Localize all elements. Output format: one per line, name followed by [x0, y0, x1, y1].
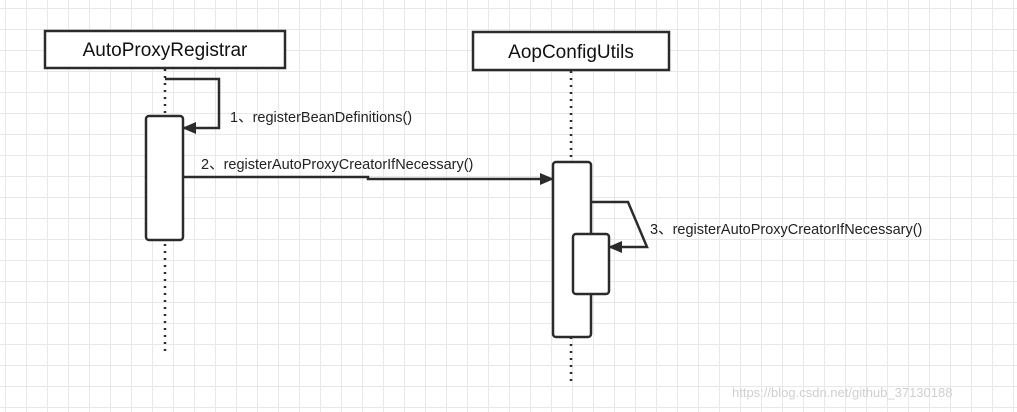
activation-bar-autoproxyregistrar: [144, 114, 185, 242]
message-label-3: 3、registerAutoProxyCreatorIfNecessary(): [650, 222, 922, 238]
watermark-text: https://blog.csdn.net/github_37130188: [732, 385, 953, 400]
participant-label-autoproxyregistrar: AutoProxyRegistrar: [83, 40, 248, 61]
participant-box-autoproxyregistrar: [43, 29, 287, 70]
message-arrow-3: [591, 200, 649, 253]
message-label-1: 1、registerBeanDefinitions(): [230, 110, 412, 126]
participant-label-aopconfigutils: AopConfigUtils: [508, 42, 634, 63]
nested-activation-bar-aopconfigutils: [571, 232, 611, 296]
message-arrow-2: [183, 173, 554, 185]
message-arrow-1: [165, 77, 221, 134]
participant-box-aopconfigutils: [471, 30, 671, 72]
message-label-2: 2、registerAutoProxyCreatorIfNecessary(): [201, 157, 473, 173]
